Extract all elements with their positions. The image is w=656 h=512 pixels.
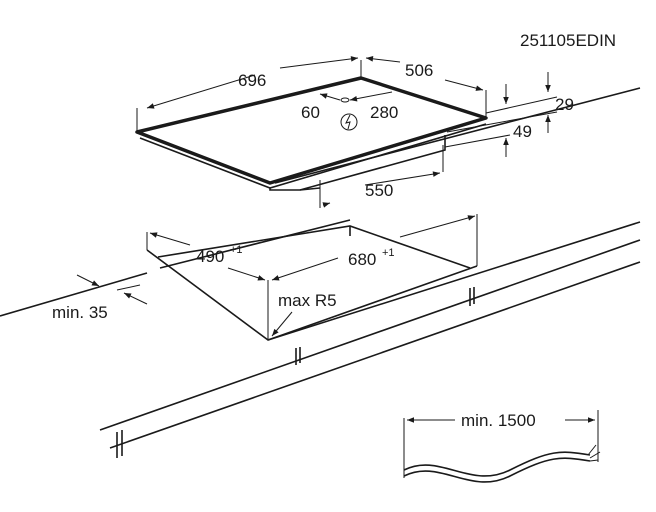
connection-right-label: 280 — [370, 103, 398, 122]
edge-distance-label: min. 35 — [52, 303, 108, 322]
total-height-label: 49 — [513, 122, 532, 141]
underside-width-label: 550 — [365, 181, 393, 200]
electrical-connection-icon — [340, 113, 358, 131]
cutout-depth-label: 490 — [196, 247, 224, 266]
hob — [135, 60, 558, 208]
drawing-id: 251105EDIN — [520, 31, 616, 50]
cutout-depth-tolerance: +1 — [230, 244, 243, 256]
cable-length-label: min. 1500 — [461, 411, 536, 430]
top-height-label: 29 — [555, 95, 574, 114]
hob-width-label: 696 — [238, 71, 266, 90]
dimension-lines — [76, 56, 551, 337]
corner-radius-label: max R5 — [278, 291, 337, 310]
hob-depth-label: 506 — [405, 61, 433, 80]
cutout-width-tolerance: +1 — [382, 247, 395, 259]
connection-left-label: 60 — [301, 103, 320, 122]
cutout-width-label: 680 — [348, 250, 376, 269]
cutout — [146, 214, 478, 341]
countertop — [0, 87, 641, 458]
cable — [403, 410, 601, 483]
